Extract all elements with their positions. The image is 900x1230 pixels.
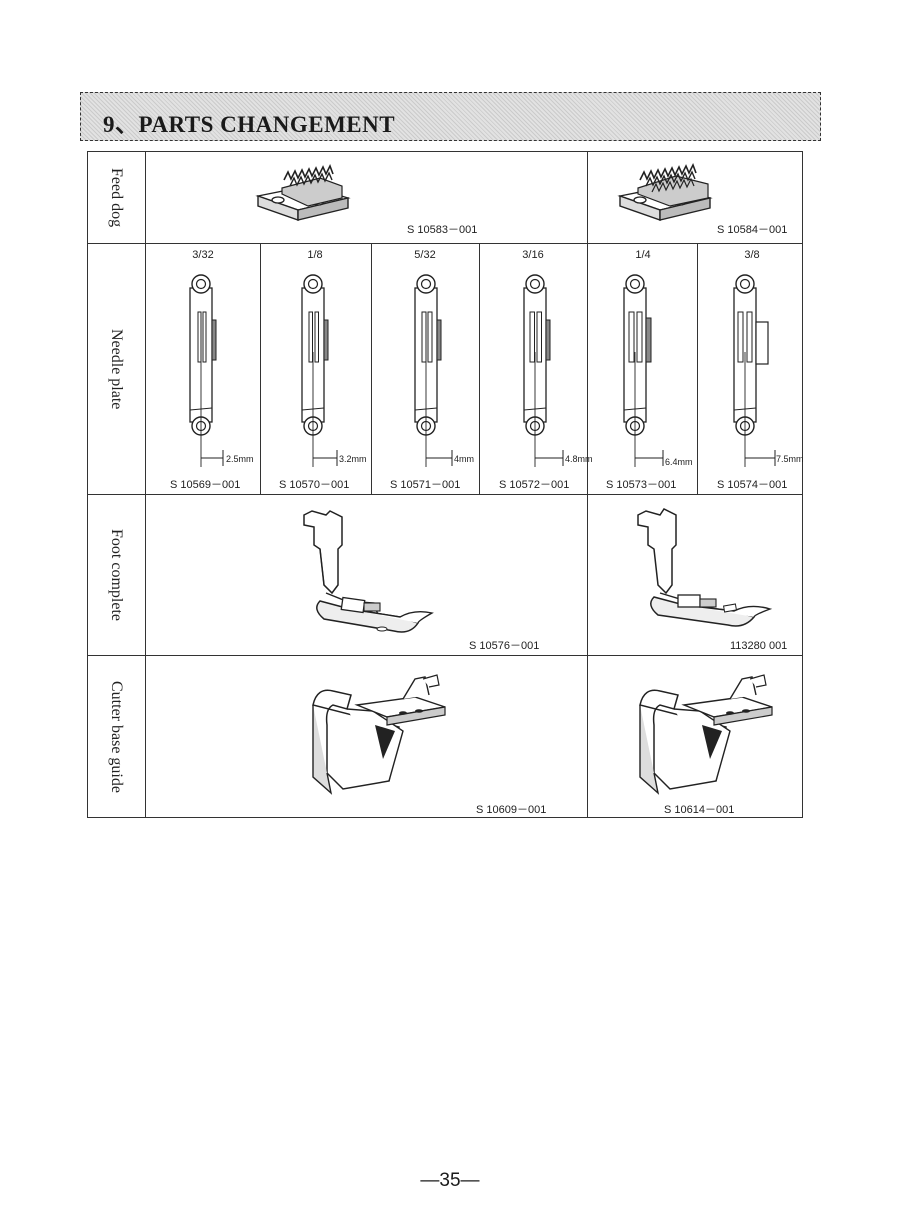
gauge-label: 7.5mm <box>776 454 804 464</box>
needle-plate-icon <box>189 274 224 467</box>
label-column-divider <box>145 151 146 818</box>
size-label: 1/4 <box>635 249 651 261</box>
presser-foot-icon <box>303 510 434 633</box>
row-label-feed-dog: Feed dog <box>88 152 144 243</box>
gauge-label: 6.4mm <box>665 457 693 467</box>
column-divider <box>587 243 588 494</box>
needle-plate-icon <box>523 274 564 467</box>
part-number: S 10573－001 <box>606 479 677 491</box>
column-divider <box>260 243 261 494</box>
needle-plate-icon <box>623 274 664 467</box>
row-divider <box>87 243 803 244</box>
gauge-label: 4mm <box>454 454 474 464</box>
part-number: S 10583－001 <box>407 224 478 236</box>
gauge-label: 4.8mm <box>565 454 593 464</box>
part-number: S 10572－001 <box>499 479 570 491</box>
size-label: 5/32 <box>414 249 436 261</box>
column-divider <box>371 243 372 494</box>
row-divider <box>87 494 803 495</box>
column-divider <box>697 243 698 494</box>
presser-foot-icon <box>637 508 773 627</box>
size-label: 1/8 <box>307 249 323 261</box>
row-label-foot-complete: Foot complete <box>88 495 144 655</box>
part-number: S 10609－001 <box>476 804 547 816</box>
part-number: S 10584－001 <box>717 224 788 236</box>
part-number: S 10571－001 <box>390 479 461 491</box>
cutter-guide-icon <box>312 674 446 795</box>
feed-dog-icon <box>617 163 713 221</box>
section-banner: 9、PARTS CHANGEMENT <box>80 92 821 141</box>
part-number: S 10614－001 <box>664 804 735 816</box>
page-number: —35— <box>420 1170 480 1191</box>
section-title: 9、PARTS CHANGEMENT <box>103 112 396 137</box>
gauge-label: 2.5mm <box>226 454 254 464</box>
row-label-needle-plate: Needle plate <box>88 244 144 494</box>
part-number: 113280 001 <box>730 640 788 652</box>
feed-dog-icon <box>255 164 351 221</box>
row-label-text: Cutter base guide <box>108 681 125 793</box>
cutter-guide-icon <box>639 674 773 795</box>
needle-plate-icon <box>301 274 338 467</box>
row-label-text: Foot complete <box>108 529 125 621</box>
row-label-text: Feed dog <box>108 167 125 228</box>
row-label-cutter-base-guide: Cutter base guide <box>88 656 144 818</box>
needle-plate-icon <box>733 274 776 467</box>
column-divider <box>587 494 588 818</box>
part-number: S 10576－001 <box>469 640 540 652</box>
row-label-text: Needle plate <box>108 328 125 410</box>
parts-table <box>87 151 803 818</box>
part-number: S 10570－001 <box>279 479 350 491</box>
part-number: S 10574－001 <box>717 479 788 491</box>
needle-plate-icon <box>414 274 453 467</box>
row-divider <box>87 655 803 656</box>
gauge-label: 3.2mm <box>339 454 367 464</box>
size-label: 3/16 <box>522 249 544 261</box>
size-label: 3/32 <box>192 249 214 261</box>
column-divider <box>587 151 588 243</box>
size-label: 3/8 <box>744 249 760 261</box>
column-divider <box>479 243 480 494</box>
part-number: S 10569－001 <box>170 479 241 491</box>
